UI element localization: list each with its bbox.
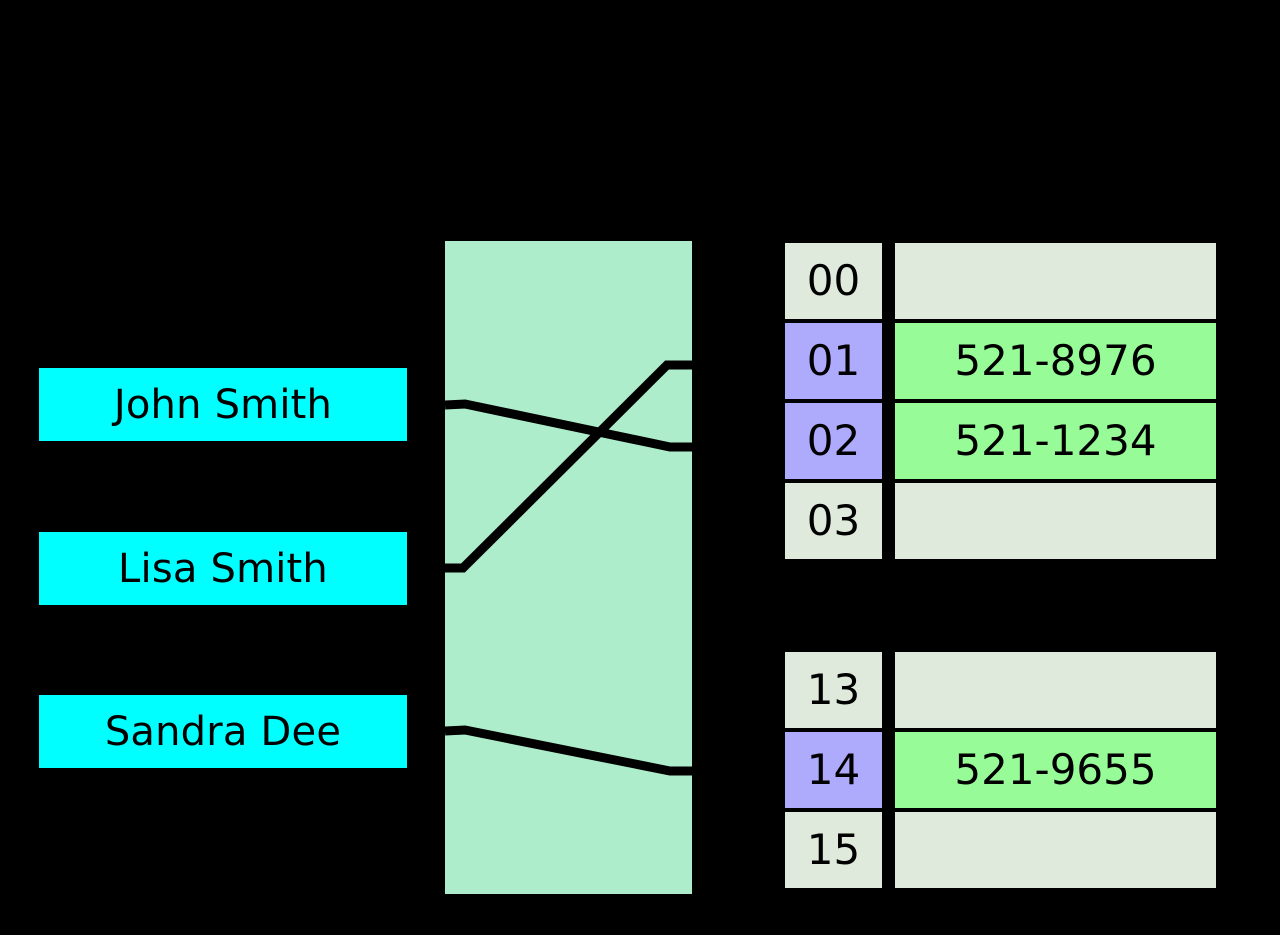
bucket-index-cell[interactable]: 13 (785, 652, 882, 728)
bucket-value-cell[interactable]: 521-8976 (895, 323, 1216, 399)
bucket-index-cell[interactable]: 00 (785, 243, 882, 319)
bucket-value-cell[interactable] (895, 812, 1216, 888)
bucket-index-cell[interactable]: 15 (785, 812, 882, 888)
bucket-index-cell[interactable]: 02 (785, 403, 882, 479)
bucket-index-cell[interactable]: 01 (785, 323, 882, 399)
bucket-value-cell[interactable]: 521-9655 (895, 732, 1216, 808)
bucket-value-cell[interactable] (895, 483, 1216, 559)
bucket-value-cell[interactable] (895, 243, 1216, 319)
key-box-john-smith[interactable]: John Smith (39, 368, 407, 441)
bucket-index-cell[interactable]: 03 (785, 483, 882, 559)
bucket-index-cell[interactable]: 14 (785, 732, 882, 808)
key-label: Lisa Smith (118, 545, 328, 592)
bucket-value-cell[interactable]: 521-1234 (895, 403, 1216, 479)
bucket-value-cell[interactable] (895, 652, 1216, 728)
key-label: Sandra Dee (104, 708, 342, 755)
hash-function-panel (445, 241, 692, 894)
key-box-sandra-dee[interactable]: Sandra Dee (39, 695, 407, 768)
key-label: John Smith (113, 381, 333, 428)
key-box-lisa-smith[interactable]: Lisa Smith (39, 532, 407, 605)
